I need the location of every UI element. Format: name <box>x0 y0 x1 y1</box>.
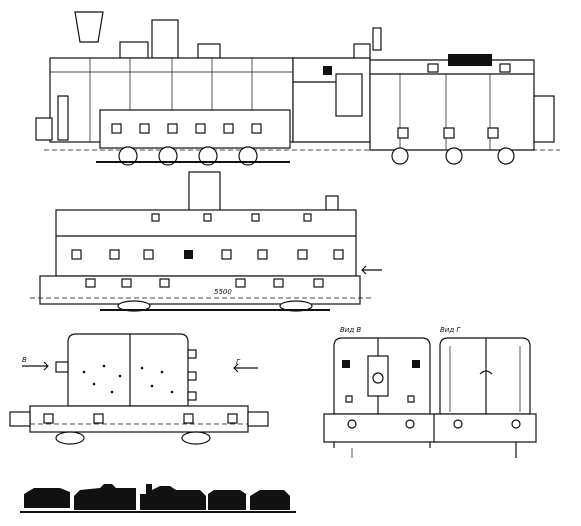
end-view-b: Вид В <box>323 326 439 458</box>
dimension-label: 5500 <box>214 288 232 296</box>
locomotive-side-view <box>35 11 560 166</box>
view-g-label: Вид Г <box>440 326 461 334</box>
view-b-label: Вид В <box>340 326 361 334</box>
end-view-g: Вид Г <box>433 326 537 458</box>
arrow-b-label: В <box>22 356 27 364</box>
armored-car-side-view: 5500 <box>30 171 382 312</box>
train-silhouette <box>20 484 296 513</box>
armored-wagon-side-view: В Г <box>9 333 269 445</box>
arrow-g-label: Г <box>236 358 241 366</box>
